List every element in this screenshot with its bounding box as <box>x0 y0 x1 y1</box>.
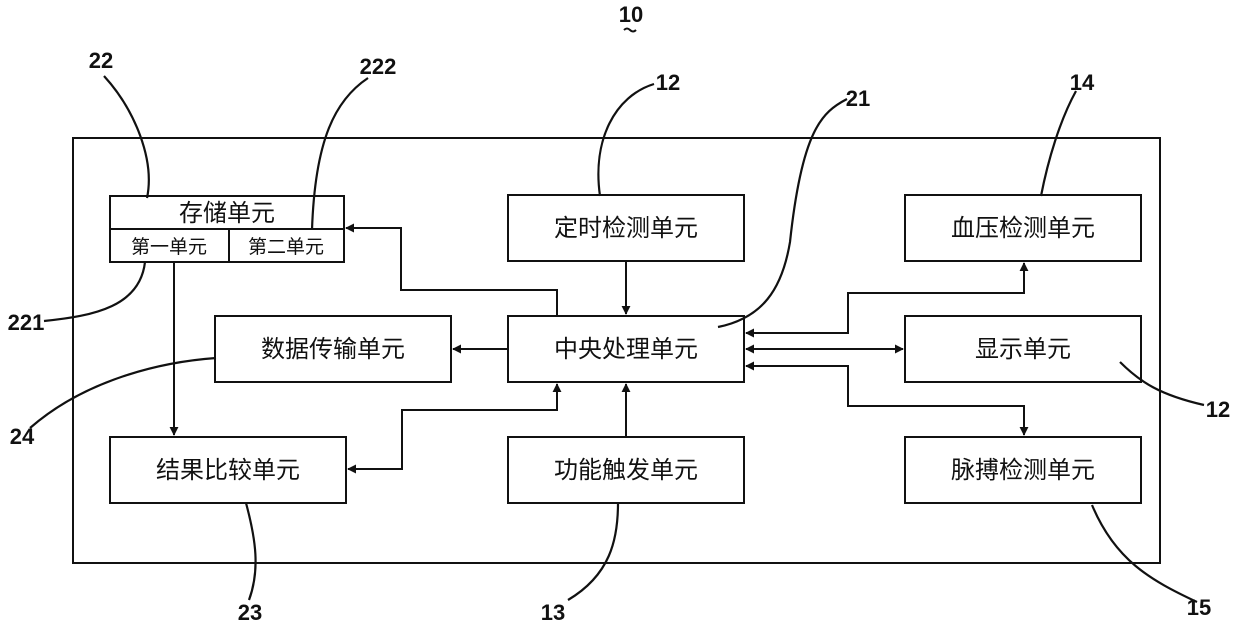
ref-14: 14 <box>1070 70 1095 95</box>
display-unit-label: 显示单元 <box>975 335 1071 363</box>
leader-23 <box>246 503 256 600</box>
timing-detection-unit-label: 定时检测单元 <box>554 214 698 242</box>
leader-15 <box>1092 505 1197 602</box>
leader-12-top <box>598 84 654 196</box>
data-transmission-unit: 数据传输单元 <box>215 316 451 382</box>
leader-14 <box>1041 91 1076 196</box>
result-comparison-unit: 结果比较单元 <box>110 437 346 503</box>
ref-23: 23 <box>238 600 262 625</box>
leader-221 <box>44 262 145 321</box>
first-unit-label: 第一单元 <box>131 236 207 258</box>
figure-number: 10 <box>619 2 643 27</box>
ref-221: 221 <box>8 310 45 335</box>
blood-pressure-unit-label: 血压检测单元 <box>951 214 1095 242</box>
storage-unit-label: 存储单元 <box>179 199 275 227</box>
leader-24 <box>30 358 216 428</box>
storage-unit: 存储单元 第一单元 第二单元 <box>110 196 344 262</box>
leader-13 <box>568 503 618 600</box>
central-processing-unit: 中央处理单元 <box>508 316 744 382</box>
ref-15: 15 <box>1187 595 1211 620</box>
pulse-detection-unit-label: 脉搏检测单元 <box>951 456 1095 484</box>
function-trigger-unit-label: 功能触发单元 <box>554 456 698 484</box>
ref-12-right: 12 <box>1206 397 1230 422</box>
pulse-detection-unit: 脉搏检测单元 <box>905 437 1141 503</box>
figure-number-underline <box>624 29 636 32</box>
timing-detection-unit: 定时检测单元 <box>508 195 744 261</box>
ref-12-top: 12 <box>656 70 680 95</box>
ref-21: 21 <box>846 86 870 111</box>
ref-22: 22 <box>89 48 113 73</box>
data-transmission-unit-label: 数据传输单元 <box>261 335 405 363</box>
ref-13: 13 <box>541 600 565 625</box>
blood-pressure-unit: 血压检测单元 <box>905 195 1141 261</box>
ref-222: 222 <box>360 54 397 79</box>
display-unit: 显示单元 <box>905 316 1141 382</box>
second-unit-label: 第二单元 <box>248 236 324 258</box>
function-trigger-unit: 功能触发单元 <box>508 437 744 503</box>
ref-24: 24 <box>10 424 35 449</box>
result-comparison-unit-label: 结果比较单元 <box>156 456 300 484</box>
central-processing-unit-label: 中央处理单元 <box>554 335 698 363</box>
